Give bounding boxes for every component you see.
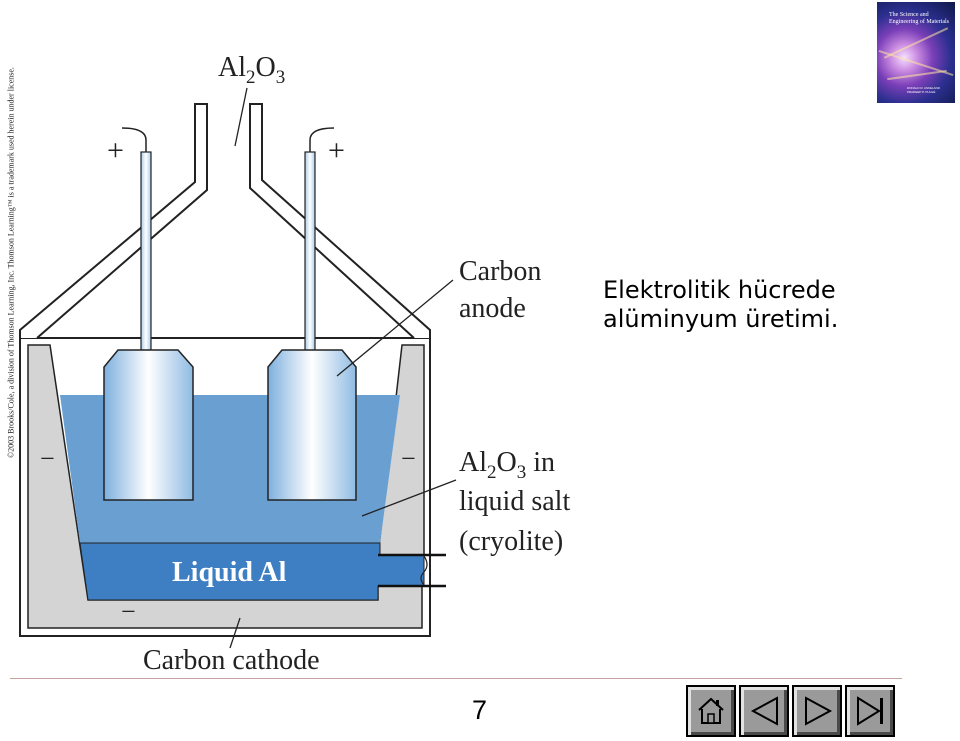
hood-outer <box>19 103 208 339</box>
anode-label-line2: anode <box>459 293 526 324</box>
leader-feed <box>234 87 248 147</box>
page-number: 7 <box>472 695 488 725</box>
wire-right <box>309 127 335 152</box>
plus-left: + <box>107 134 124 167</box>
electrolyte-label-line1: Al2O3 in <box>459 447 555 483</box>
triangle-right-icon <box>805 696 833 726</box>
last-slide-button[interactable] <box>845 685 895 737</box>
book-cover-title: The Science and Engineering of Materials <box>889 12 949 25</box>
minus-bottom: − <box>121 597 136 626</box>
caption-line-1: Elektrolitik hücrede <box>603 276 836 304</box>
anode-block-right <box>267 349 357 501</box>
slide-caption: Elektrolitik hücrede alüminyum üretimi. <box>603 276 838 334</box>
electrolyte-label-line2: liquid salt <box>459 486 570 517</box>
triangle-left-icon <box>750 696 778 726</box>
leader-electrolyte <box>361 479 457 517</box>
anode-label-line1: Carbon <box>459 256 541 287</box>
minus-left: − <box>40 444 55 473</box>
leader-cathode <box>229 617 241 649</box>
caption-line-2: alüminyum üretimi. <box>603 305 839 333</box>
book-cover-thumbnail: The Science and Engineering of Materials… <box>877 2 955 103</box>
book-cover-authors: DONALD R. ASKELAND PRADEEP P. PHULÉ <box>907 86 941 94</box>
footer-divider <box>10 678 902 679</box>
previous-slide-button[interactable] <box>739 685 789 737</box>
wire-left <box>121 127 147 152</box>
feed-label: Al2O3 <box>218 52 285 88</box>
leader-anode <box>336 279 454 377</box>
home-button[interactable] <box>686 685 736 737</box>
cathode-label: Carbon cathode <box>143 645 320 676</box>
anode-rod-left <box>140 151 152 353</box>
skip-to-end-icon <box>857 696 883 726</box>
next-slide-button[interactable] <box>792 685 842 737</box>
plus-right: + <box>328 134 345 167</box>
home-icon <box>698 697 724 724</box>
minus-right: − <box>401 444 416 473</box>
anode-block-left <box>103 349 194 501</box>
liquid-al-label: Liquid Al <box>172 557 287 588</box>
tap-break <box>420 555 428 586</box>
anode-rod-right <box>304 151 316 353</box>
electrolyte-label-line3: (cryolite) <box>459 526 563 557</box>
